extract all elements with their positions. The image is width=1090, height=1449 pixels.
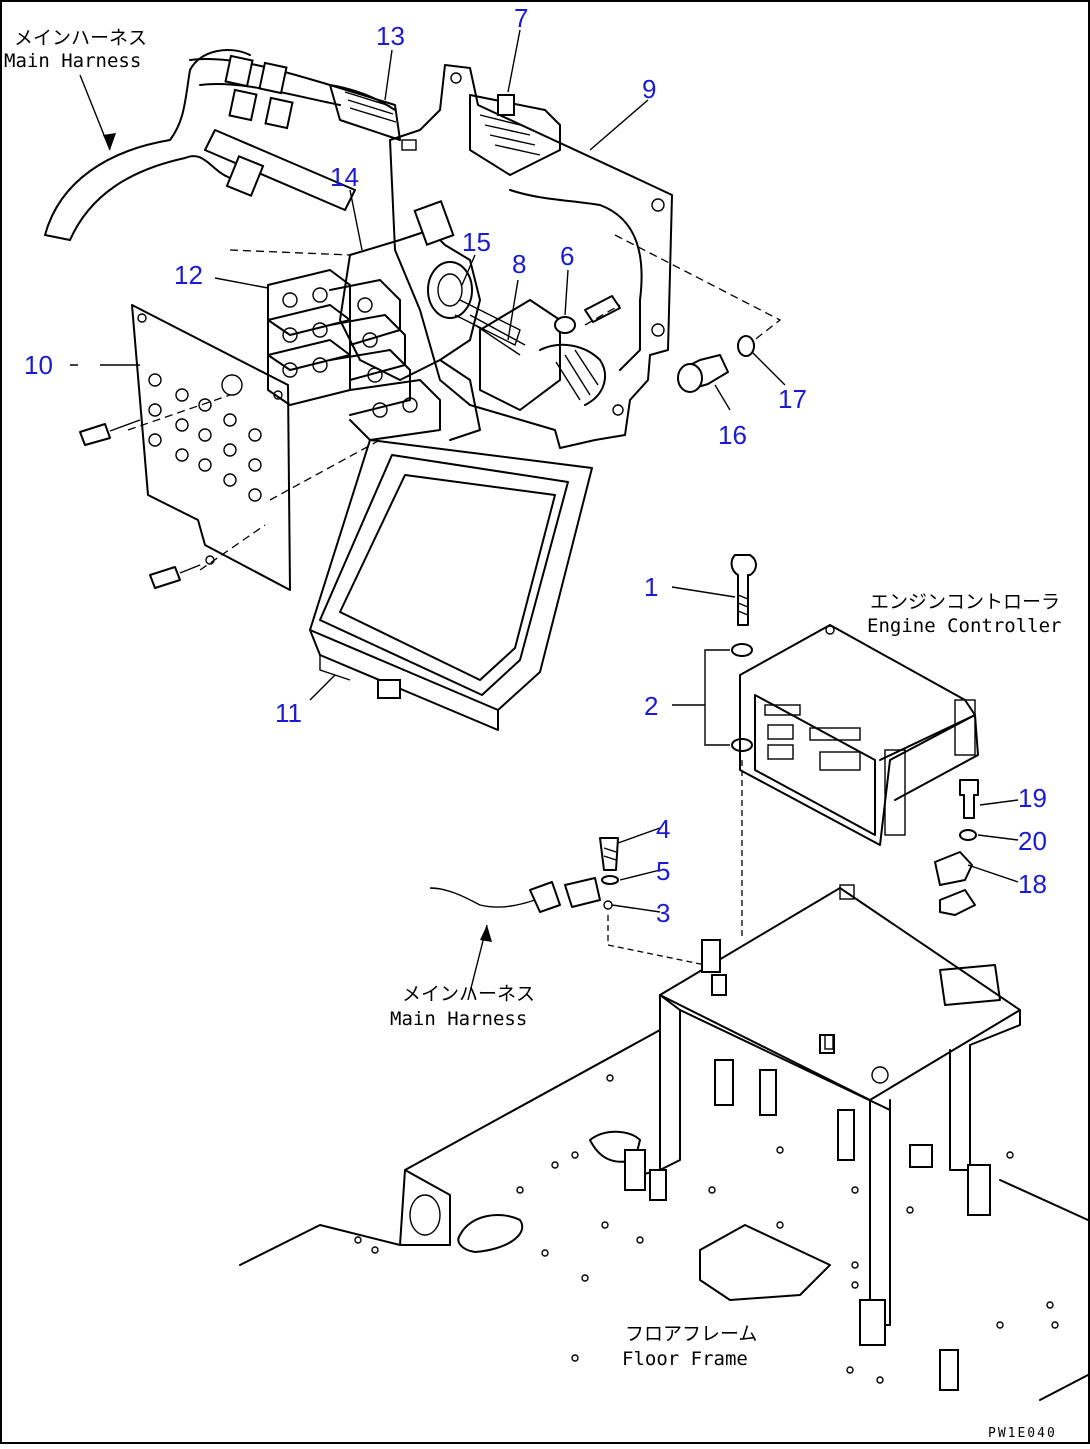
engine-controller xyxy=(739,624,979,846)
washer-17 xyxy=(737,335,755,357)
callout-12: 12 xyxy=(174,260,203,290)
callout-6: 6 xyxy=(560,241,574,271)
main-harness-bottom-en: Main Harness xyxy=(390,1008,527,1030)
callout-8: 8 xyxy=(512,249,526,279)
callout-14: 14 xyxy=(330,162,359,192)
callout-5: 5 xyxy=(656,856,670,886)
callout-18: 18 xyxy=(1018,869,1047,899)
callout-1: 1 xyxy=(644,572,658,602)
callout-17: 17 xyxy=(778,384,807,414)
bracket-9 xyxy=(389,64,673,449)
callout-3: 3 xyxy=(656,898,670,928)
engine-controller-en: Engine Controller xyxy=(867,615,1061,637)
callout-numbers: 1 2 3 4 5 6 7 8 9 10 11 12 13 14 15 16 1… xyxy=(24,3,1047,928)
bolt-1 xyxy=(730,554,757,626)
callout-7: 7 xyxy=(514,3,528,33)
leader-lines xyxy=(70,29,1019,1001)
callout-9: 9 xyxy=(642,74,656,104)
floor-frame xyxy=(239,1029,1089,1401)
main-harness-bottom-jp: メインハーネス xyxy=(402,983,535,1005)
controller-mounting xyxy=(239,554,1089,1401)
main-harness-top-en: Main Harness xyxy=(4,50,141,72)
connector-bank-12 xyxy=(267,269,441,441)
callout-11: 11 xyxy=(275,698,302,728)
callout-19: 19 xyxy=(1018,783,1047,813)
callout-4: 4 xyxy=(656,814,670,844)
dashboard-assembly xyxy=(44,49,782,731)
cover-plate-10 xyxy=(131,304,291,591)
main-harness-cable-top-inner xyxy=(69,155,231,241)
main-harness-top-jp: メインハーネス xyxy=(14,27,147,49)
text-labels: メインハーネス Main Harness エンジンコントローラ Engine C… xyxy=(4,27,1061,1441)
engine-controller-jp: エンジンコントローラ xyxy=(870,591,1060,613)
callout-16: 16 xyxy=(718,420,747,450)
main-harness-cable-top xyxy=(44,49,251,236)
callout-10: 10 xyxy=(24,350,53,380)
drawing-code: PW1E040 xyxy=(988,1426,1057,1441)
callout-15: 15 xyxy=(462,227,491,257)
callout-13: 13 xyxy=(376,21,405,51)
callout-2: 2 xyxy=(644,691,658,721)
callout-20: 20 xyxy=(1018,826,1047,856)
floor-frame-en: Floor Frame xyxy=(622,1348,748,1370)
frame-11 xyxy=(309,439,593,731)
floor-frame-jp: フロアフレーム xyxy=(625,1323,757,1345)
